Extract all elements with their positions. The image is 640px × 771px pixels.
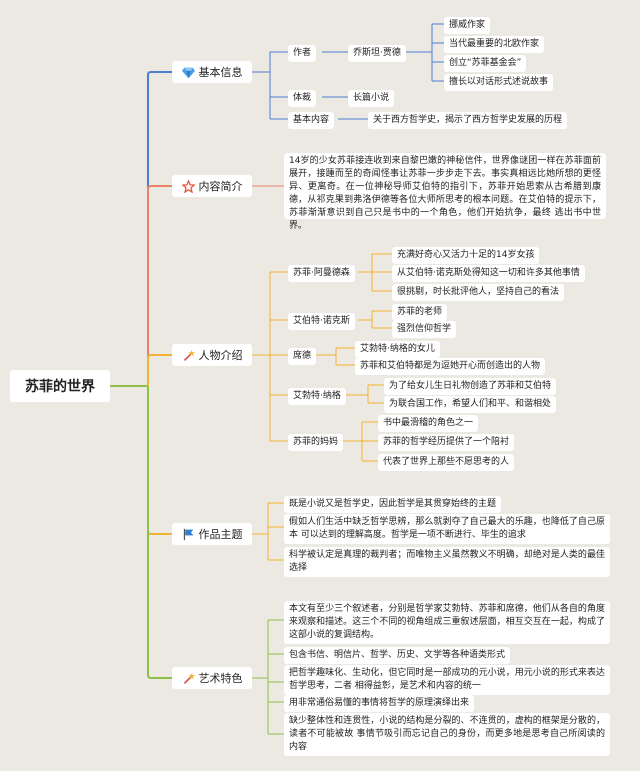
category-label: 人物介绍	[198, 349, 243, 362]
star-icon	[181, 179, 195, 193]
theme-item: 科学被认定是真理的裁判者；而唯物主义虽然教义不明确，却绝对是人类的最佳选择	[284, 547, 610, 577]
flag-icon	[183, 528, 193, 540]
theme-item: 既是小说又是哲学史，因此哲学是其贯穿始终的主题	[284, 496, 502, 513]
character-name: 苏菲的妈妈	[288, 434, 344, 451]
art-item: 用非常通俗易懂的事情将哲学的原理演绎出来	[284, 695, 475, 712]
art-item: 包含书信、明信片、哲学、历史、文学等各种语类形式	[284, 647, 511, 664]
character-name: 苏菲·阿曼德森	[288, 265, 355, 282]
author-name: 乔斯坦·贾德	[348, 45, 406, 62]
category-label: 基本信息	[198, 66, 243, 79]
art-connector	[147, 386, 172, 679]
category-art: 艺术特色	[172, 667, 252, 689]
content-label: 基本内容	[288, 112, 335, 129]
character-note: 为了给女儿生日礼物创造了苏菲和艾伯特	[384, 378, 557, 395]
summary-text: 14岁的少女苏菲接连收到来自黎巴嫩的神秘信件，世界像谜团一样在苏菲面前展开，接踵…	[284, 153, 606, 231]
character-note: 从艾伯特·诺克斯处得知这一切和许多其他事情	[392, 265, 585, 282]
gem-icon	[181, 67, 195, 78]
character-note: 苏菲的哲学经历提供了一个陪衬	[378, 434, 515, 451]
characters-connector	[147, 354, 172, 386]
character-note: 强烈信仰哲学	[392, 321, 457, 338]
root-title: 苏菲的世界	[25, 379, 95, 395]
content-value: 关于西方哲学史，揭示了西方哲学史发展的历程	[368, 112, 568, 129]
theme-item: 假如人们生活中缺乏哲学思辨，那么就剥夺了自己最大的乐趣，也降低了自己原本 可以达…	[284, 514, 610, 544]
basic-info-connector	[147, 71, 172, 386]
character-note: 充满好奇心又活力十足的14岁女孩	[392, 247, 540, 264]
author-fact: 当代最重要的北欧作家	[444, 36, 545, 53]
category-characters: 人物介绍	[172, 344, 252, 366]
character-note: 书中最滑稽的角色之一	[378, 415, 479, 432]
author-fact: 创立“苏菲基金会”	[444, 55, 527, 72]
author-label: 作者	[288, 45, 317, 62]
magic-wand-icon	[183, 349, 195, 361]
category-summary: 内容简介	[172, 175, 252, 197]
character-note: 艾勃特·纳格的女儿	[355, 341, 440, 358]
character-name: 艾伯特·诺克斯	[288, 313, 355, 330]
genre-label: 体裁	[288, 90, 317, 107]
character-note: 为联合国工作，希望人们和平、和谐相处	[384, 396, 557, 413]
root-node: 苏菲的世界	[10, 370, 110, 402]
magic-wand-icon	[183, 672, 195, 684]
author-fact: 擅长以对话形式述说故事	[444, 74, 554, 91]
summary-connector	[147, 185, 172, 386]
character-note: 很挑剔，时长批评他人，坚持自己的看法	[392, 284, 565, 301]
art-item: 把哲学趣味化、生动化，但它同时是一部成功的元小说，用元小说的形式来表达哲学思考，…	[284, 665, 610, 695]
art-item: 本文有至少三个叙述者，分别是哲学家艾勃特、苏菲和席德，他们从各自的角度来观察和描…	[284, 601, 610, 644]
category-label: 作品主题	[198, 528, 243, 541]
character-name: 席德	[288, 348, 317, 365]
category-label: 艺术特色	[198, 672, 243, 685]
category-label: 内容简介	[198, 180, 243, 193]
character-name: 艾勃特·纳格	[288, 388, 346, 405]
category-theme: 作品主题	[172, 523, 252, 545]
art-item: 缺少整体性和连贯性，小说的结构是分裂的、不连贯的，虚构的框架是分散的，读者不可能…	[284, 713, 610, 756]
character-note: 苏菲的老师	[392, 304, 448, 321]
genre-value: 长篇小说	[348, 90, 395, 107]
theme-connector	[147, 386, 172, 535]
character-note: 代表了世界上那些不愿思考的人	[378, 454, 515, 471]
category-basic-info: 基本信息	[172, 61, 252, 83]
character-note: 苏菲和艾伯特都是为逗她开心而创造出的人物	[355, 358, 546, 375]
author-fact: 挪威作家	[444, 17, 491, 34]
